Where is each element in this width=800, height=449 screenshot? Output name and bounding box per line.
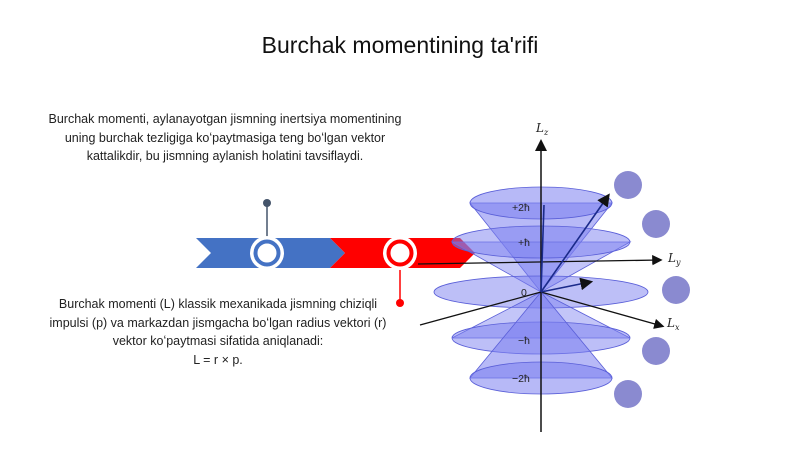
slide-title: Burchak momentining ta'rifi [261,32,539,58]
level-label-minus-2h: −2ħ [512,373,530,385]
definition-text-bottom: Burchak momenti (L) klassik mexanikada j… [38,295,398,369]
timeline-marker-red [386,239,414,267]
level-label-zero: 0 [521,287,527,299]
level-label-plus-2h: +2ħ [512,202,530,214]
sphere-2 [642,210,670,238]
sphere-4 [642,337,670,365]
definition-text-bottom-body: Burchak momenti (L) klassik mexanikada j… [49,297,387,348]
timeline-pin-dot-bottom [396,299,404,307]
timeline-marker-blue [253,239,281,267]
sphere-1 [614,171,642,199]
label-lx: Lx [666,316,680,332]
sphere-5 [614,380,642,408]
level-label-plus-h: +ħ [518,237,530,249]
label-ly: Ly [667,251,681,267]
axis-ly [417,254,663,266]
timeline-pin-dot-top [263,199,271,207]
axis-lx [540,291,665,329]
definition-text-top: Burchak momenti, aylanayotgan jismning i… [48,112,402,163]
axis-lx-back [419,291,542,326]
label-lz: Lz [535,121,549,137]
momentum-vector-plane [540,277,594,293]
momentum-vector-z [540,204,545,293]
momentum-vector-2h [540,193,610,293]
level-label-minus-h: −ħ [518,335,530,347]
sphere-3 [662,276,690,304]
formula-text: L = r × p. [193,352,243,367]
